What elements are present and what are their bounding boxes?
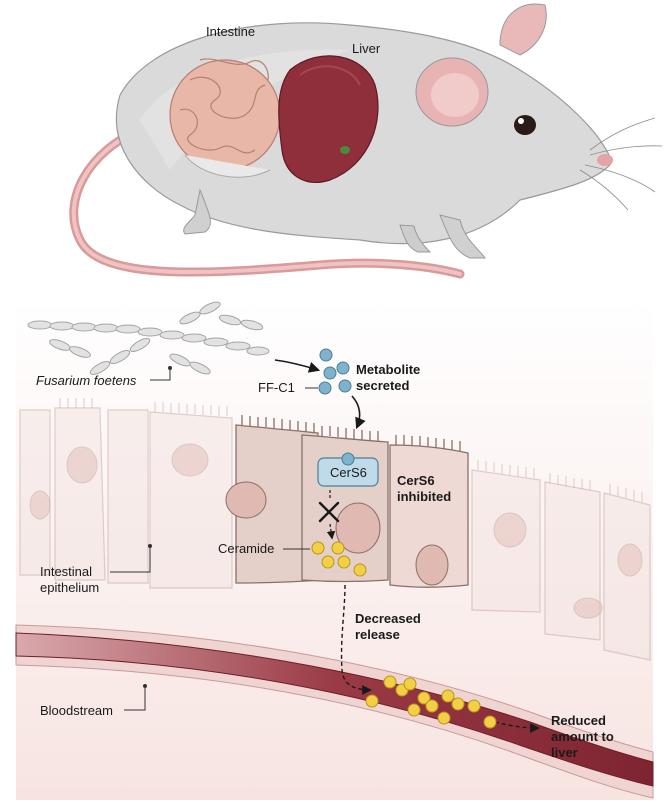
epithelial-cell (544, 481, 601, 641)
epithelial-cell (603, 492, 651, 661)
inhibited-path-arrow (330, 490, 332, 538)
label-reduced-amount: Reduced amount to liver (551, 713, 614, 760)
intestinal-epithelium (19, 398, 651, 661)
epithelium-leader-line (110, 547, 151, 573)
intestine-organ (169, 58, 281, 178)
secretion-arrow (274, 359, 321, 373)
label-metabolite-secreted: Metabolite secreted (356, 362, 421, 393)
label-cers6: CerS6 (330, 465, 367, 480)
blood-vessel (15, 632, 654, 787)
mouse-whiskers (579, 117, 663, 211)
ceramide-molecules-cell (311, 541, 367, 577)
label-ffc1: FF-C1 (258, 380, 295, 395)
label-cers6-inhibited: CerS6 inhibited (397, 473, 452, 504)
bloodstream-leader-line (124, 688, 146, 711)
epithelial-cell (107, 409, 149, 584)
label-decreased-release: Decreased release (355, 611, 421, 642)
label-intestine: Intestine (206, 24, 256, 39)
label-ceramide: Ceramide (218, 541, 275, 556)
mouse-eye (514, 115, 536, 135)
mouse-front-leg (439, 214, 486, 259)
blood-vessel-outer (15, 624, 654, 799)
x-mark-icon (318, 501, 340, 523)
epithelial-cell (471, 469, 541, 613)
fungus-leader-line (150, 370, 171, 381)
uptake-arrow (351, 395, 366, 430)
label-fungus: Fusarium foetens (36, 373, 137, 388)
liver-organ (278, 55, 379, 183)
label-intestinal-epithelium: Intestinal epithelium (40, 564, 100, 595)
bound-metabolite (341, 452, 355, 466)
epithelial-cell-right (389, 444, 469, 588)
release-arrow (340, 584, 372, 695)
label-bloodstream: Bloodstream (40, 703, 113, 718)
mouse-hind-leg (183, 188, 211, 235)
mouse-nose (597, 154, 613, 166)
epithelial-cell (19, 409, 51, 576)
mouse-ear-back (499, 3, 547, 56)
fungus-hyphae (27, 301, 270, 375)
label-liver: Liver (352, 41, 381, 56)
epithelial-cell (54, 407, 106, 581)
mouse-illustration (69, 3, 663, 279)
transport-to-liver-arrow (494, 721, 540, 733)
metabolite-molecules (318, 348, 352, 395)
ceramide-molecules-blood (365, 675, 497, 729)
epithelial-cell (149, 411, 233, 589)
